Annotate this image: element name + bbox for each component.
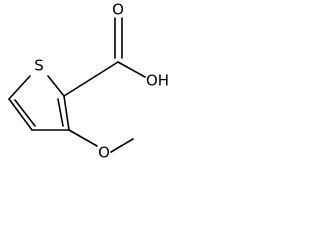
structure-canvas: S O OH O bbox=[0, 0, 182, 171]
bond-o-methyl bbox=[110, 138, 134, 153]
methoxy-oxygen-label: O bbox=[98, 144, 110, 162]
bond-s-c5 bbox=[8, 75, 31, 100]
hydroxyl-label: OH bbox=[146, 72, 169, 90]
bond-c3-c2 bbox=[63, 95, 70, 131]
bond-c3-o bbox=[68, 129, 98, 147]
carbonyl-oxygen-label: O bbox=[112, 1, 124, 19]
bond-c5-c4 bbox=[8, 98, 33, 131]
bond-s-c2 bbox=[47, 75, 65, 97]
bond-c-oh bbox=[117, 61, 146, 78]
molecule-diagram: S O OH O bbox=[8, 1, 169, 162]
bond-c2-carboxyl bbox=[63, 61, 119, 97]
bond-c5-c4-double bbox=[14, 99, 36, 127]
sulfur-label: S bbox=[34, 57, 44, 75]
bond-c3-c2-double bbox=[57, 98, 64, 127]
